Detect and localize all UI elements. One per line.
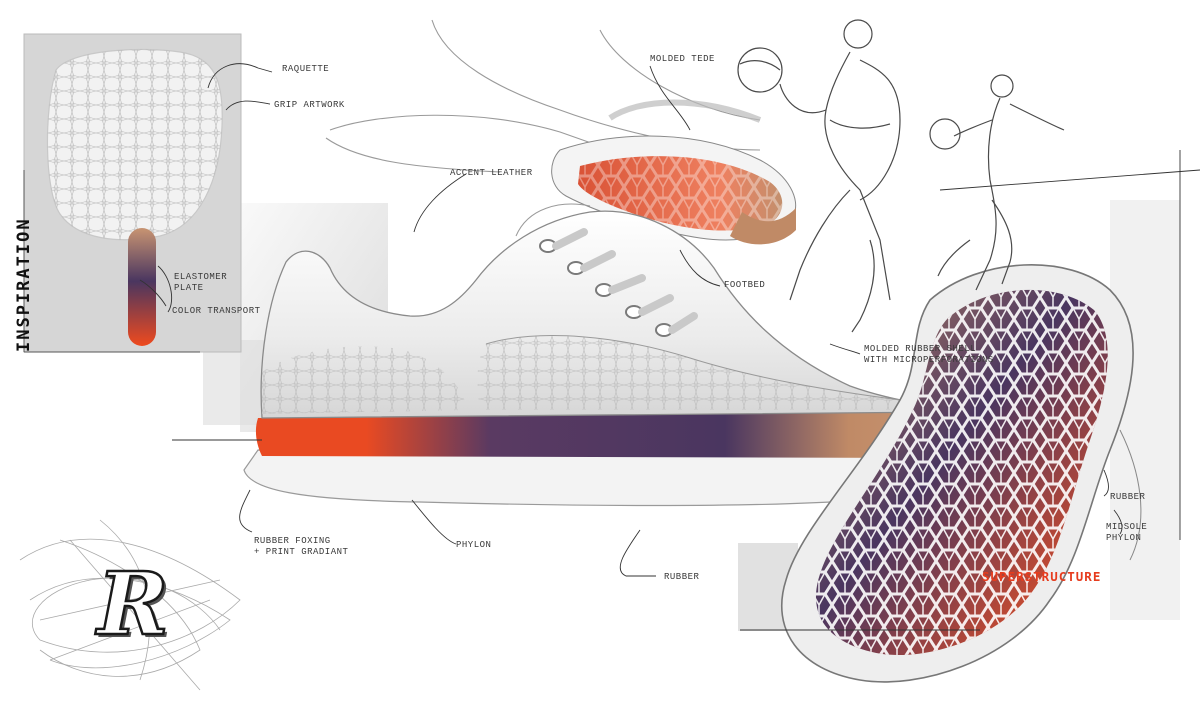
annotation-grip-artwork: GRIP ARTWORK (274, 100, 345, 110)
annotation-accent-leather: ACCENT LEATHER (450, 168, 533, 178)
logo-scribble (19, 519, 241, 691)
main-shoe-side-view (243, 203, 946, 507)
annotation-leader-lines (172, 65, 1200, 631)
outsole-bottom-view (781, 264, 1142, 683)
annotation-rubber-foxing: RUBBER FOXING + PRINT GRADIANT (254, 536, 349, 557)
annotation-midsole-phylon: MIDSOLE PHYLON (1106, 522, 1148, 543)
annotation-footbed: FOOTBED (724, 280, 766, 290)
annotation-color-transport: COLOR TRANSPORT (172, 306, 261, 316)
annotation-raquette: RAQUETTE (282, 64, 330, 74)
annotation-elastomer-plate: ELASTOMER PLATE (174, 272, 228, 293)
r-monogram-logo: R (96, 553, 170, 656)
annotation-rubber-bottom: RUBBER (664, 572, 700, 582)
superstructure-label: SUPERSTRUCTURE (982, 569, 1102, 584)
annotation-phylon: PHYLON (456, 540, 492, 550)
paddle-leader-lines (139, 63, 273, 313)
inspiration-vertical-title: INSPIRATION (14, 217, 34, 352)
annotation-molded-tede: MOLDED TEDE (650, 54, 715, 64)
annotation-molded-rubber-shell: MOLDED RUBBER SHELL WITH MICROPERFORATIO… (864, 344, 994, 365)
annotation-rubber-right: RUBBER (1110, 492, 1146, 502)
basketball-players-sketch (737, 19, 1065, 333)
inspiration-paddle-card (23, 33, 242, 353)
